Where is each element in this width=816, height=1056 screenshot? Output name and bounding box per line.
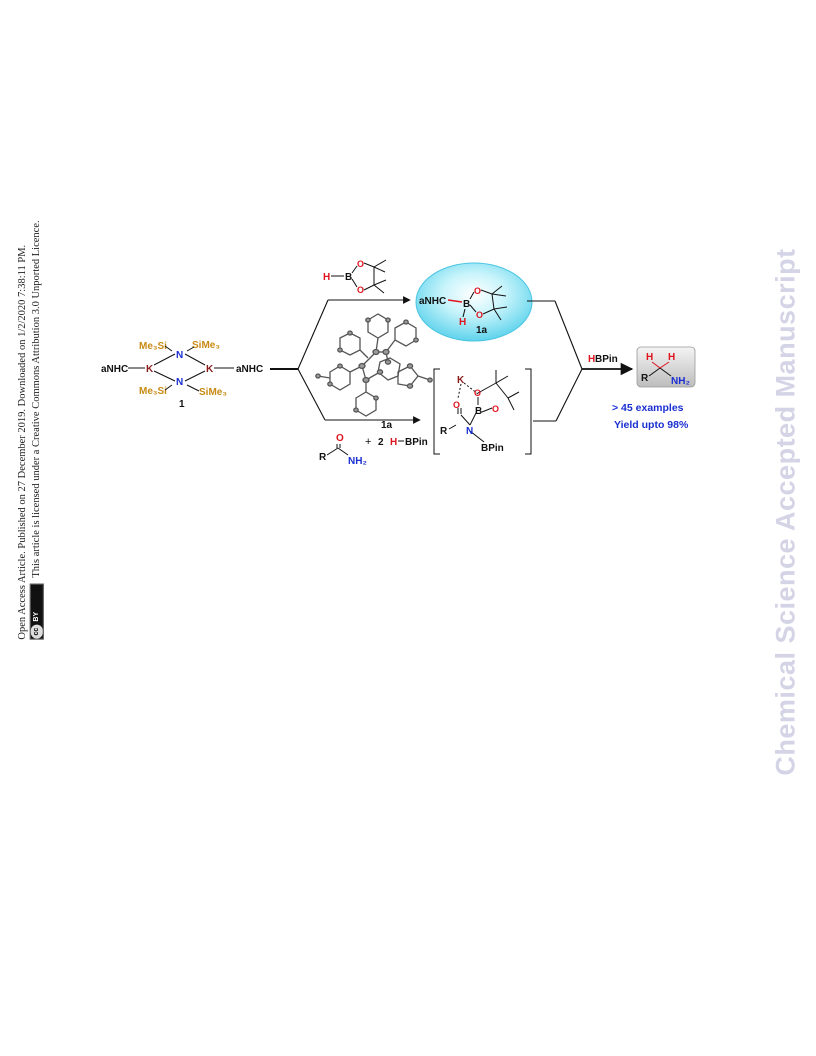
sime3-bottom: SiMe₃ xyxy=(199,387,227,398)
converge-lines xyxy=(527,300,634,422)
product-h-left: H xyxy=(646,352,653,363)
product-nh2: NH₂ xyxy=(671,376,690,387)
result-examples: > 45 examples xyxy=(612,402,684,414)
bracket-r: R xyxy=(440,426,448,437)
me3si-top: Me₃Si xyxy=(139,341,167,352)
amide-r: R xyxy=(319,452,327,463)
result-yield: Yield upto 98% xyxy=(614,419,689,431)
1a-anhc: aNHC xyxy=(419,296,446,307)
bracket-b: B xyxy=(475,406,482,417)
bracket-o-right: O xyxy=(492,404,499,414)
k-left: K xyxy=(146,364,154,375)
hbpin-b: B xyxy=(345,272,352,283)
catalyst-label: 1 xyxy=(179,399,185,410)
hbpin-o-top: O xyxy=(357,259,364,269)
hbpin-h: H xyxy=(323,272,330,283)
n-top: N xyxy=(176,350,183,361)
bracket-o-carbonyl: O xyxy=(453,400,460,410)
catalyst-1: Me₃Si SiMe₃ N aNHC K K aNHC N Me₃Si SiMe… xyxy=(101,340,263,410)
substrate-bpin: BPin xyxy=(405,437,428,448)
product-amine: H H R NH₂ xyxy=(636,346,696,388)
hbpin-o-bottom: O xyxy=(357,285,364,295)
arrow-h: H xyxy=(588,354,595,365)
hbpin-reagent: H B O O xyxy=(323,259,387,295)
amide-substrate: O R NH₂ + 2 H BPin xyxy=(319,433,428,467)
arrow-bpin: BPin xyxy=(595,354,618,365)
amide-nh2: NH₂ xyxy=(348,456,367,467)
1a-label: 1a xyxy=(476,325,488,336)
anhc-left: aNHC xyxy=(101,364,128,375)
1a-h: H xyxy=(459,317,466,328)
bracket-n: N xyxy=(466,426,473,437)
hbpin-coeff: 2 xyxy=(378,437,384,448)
1a-o-bottom: O xyxy=(476,310,483,320)
1a-b: B xyxy=(463,299,470,310)
me3si-bottom: Me₃Si xyxy=(139,386,167,397)
crystal-label: 1a xyxy=(381,420,393,431)
intermediate-1a: aNHC B O O H 1a xyxy=(415,262,533,342)
bracket-bpin: BPin xyxy=(481,443,504,454)
bracket-k: K xyxy=(457,375,465,386)
amide-o: O xyxy=(336,433,344,444)
crystal-structure-image xyxy=(315,313,433,417)
intermediate-bubble xyxy=(415,262,533,342)
branch-lines xyxy=(270,296,421,424)
product-h-right: H xyxy=(668,352,675,363)
sime3-top: SiMe₃ xyxy=(192,340,220,351)
plus-sign: + xyxy=(365,436,371,448)
bracket-o-top: O xyxy=(474,388,481,398)
bracket-intermediate: K O O O B N R BPin xyxy=(433,368,532,455)
n-bottom: N xyxy=(176,377,183,388)
1a-o-top: O xyxy=(474,286,481,296)
anhc-right: aNHC xyxy=(236,364,263,375)
k-right: K xyxy=(206,364,214,375)
product-r: R xyxy=(641,373,649,384)
product-box xyxy=(636,346,696,388)
substrate-h: H xyxy=(390,437,397,448)
